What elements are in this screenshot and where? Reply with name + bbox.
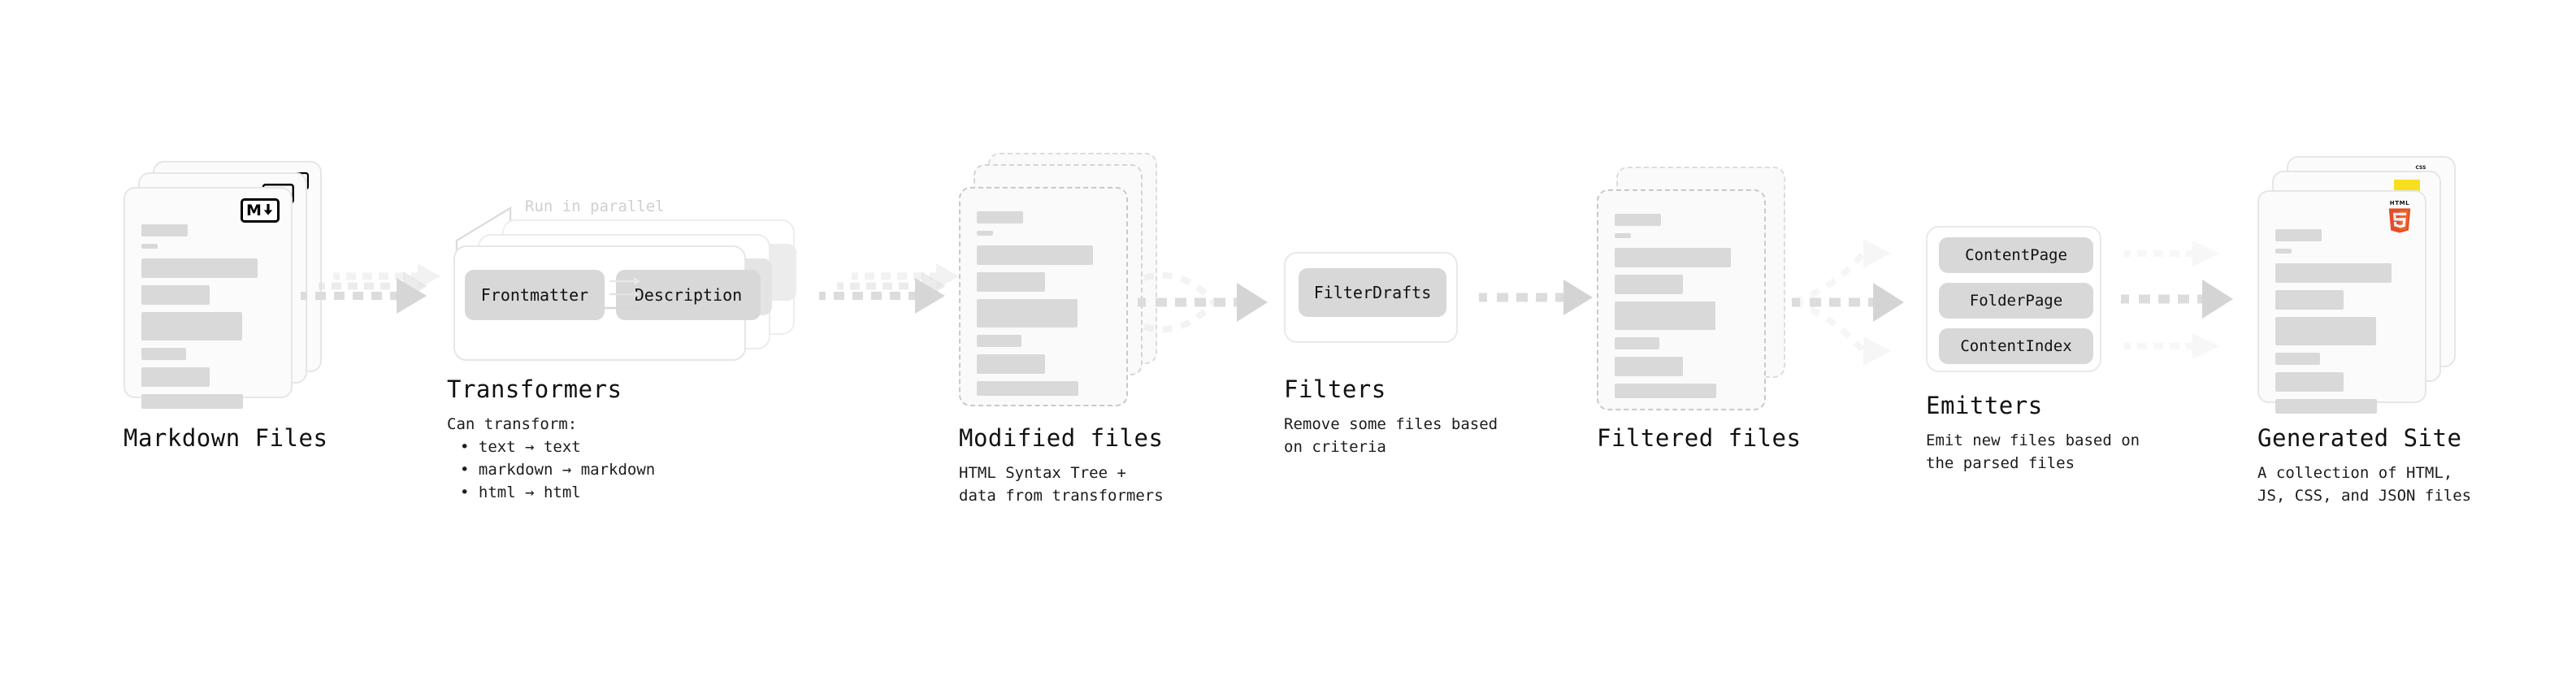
chip-folderpage[interactable]: FolderPage xyxy=(1939,283,2093,319)
emitters-subtitle-line: the parsed files xyxy=(1926,454,2075,472)
emitters-box: ContentPage FolderPage ContentIndex xyxy=(1926,226,2101,372)
content-line xyxy=(1615,248,1731,267)
content-line xyxy=(1615,275,1683,294)
markdown-icon-letter: M xyxy=(246,201,262,219)
content-line xyxy=(1615,233,1631,238)
chip-contentindex[interactable]: ContentIndex xyxy=(1939,328,2093,364)
arrow-modified-to-filters xyxy=(1138,271,1268,333)
markdown-card-front: M xyxy=(124,187,293,409)
content-line xyxy=(1615,357,1683,376)
content-line xyxy=(2275,229,2322,241)
label-filtered-files: Filtered files xyxy=(1597,424,1802,452)
label-transformers: Transformers xyxy=(447,375,622,403)
content-line xyxy=(2275,263,2392,283)
content-line xyxy=(977,354,1045,374)
arrow-filtered-to-emitters xyxy=(1792,239,1904,366)
modified-card-content xyxy=(977,211,1113,403)
transformers-subtitle-item: • markdown → markdown xyxy=(460,461,656,479)
label-generated-site: Generated Site xyxy=(2257,424,2462,452)
content-line xyxy=(2275,249,2292,254)
chip-description[interactable]: Description xyxy=(616,270,761,320)
chip-filterdrafts[interactable]: FilterDrafts xyxy=(1299,268,1446,317)
content-line xyxy=(1615,301,1715,330)
content-line xyxy=(141,258,258,278)
markdown-card-content xyxy=(141,224,278,416)
modified-files-subtitle-line: data from transformers xyxy=(959,487,1164,505)
modified-files-subtitle-line: HTML Syntax Tree + xyxy=(959,464,1126,482)
transformers-subtitle-heading: Can transform: xyxy=(447,415,578,433)
content-line xyxy=(141,367,210,387)
content-line xyxy=(2275,290,2344,310)
markdown-arrow-icon xyxy=(263,204,273,215)
generated-site-subtitle-line: A collection of HTML, xyxy=(2257,464,2453,482)
transformers-subtitle-item: • html → html xyxy=(460,484,581,501)
content-line xyxy=(977,231,993,236)
arrow-markdown-to-transformers xyxy=(301,263,440,314)
filters-subtitle-line: on criteria xyxy=(1284,438,1386,456)
generated-card-front: HTML xyxy=(2257,190,2426,414)
content-line xyxy=(141,312,242,340)
content-line xyxy=(977,245,1093,265)
content-line xyxy=(977,299,1078,327)
label-filters: Filters xyxy=(1284,375,1386,403)
content-line xyxy=(141,244,158,249)
content-line xyxy=(977,272,1045,292)
chip-frontmatter[interactable]: Frontmatter xyxy=(465,270,605,320)
markdown-icon: M xyxy=(241,198,280,223)
filtered-card-front xyxy=(1597,189,1766,410)
content-line xyxy=(2275,353,2320,365)
html5-shield-icon xyxy=(2387,207,2412,234)
transformers-subtitle-item: • text → text xyxy=(460,438,581,456)
arrow-transformers-to-modified xyxy=(819,263,959,314)
generated-site-subtitle-line: JS, CSS, and JSON files xyxy=(2257,487,2472,505)
arrow-emitters-to-generated xyxy=(2121,241,2233,359)
content-line xyxy=(141,285,210,305)
generated-card-content xyxy=(2275,229,2412,421)
content-line xyxy=(2275,317,2376,345)
label-markdown-files: Markdown Files xyxy=(124,424,328,452)
transformer-inner-arrows-icon xyxy=(605,277,644,312)
emitters-subtitle-line: Emit new files based on xyxy=(1926,432,2140,449)
js-icon xyxy=(2394,180,2420,193)
label-run-in-parallel: Run in parallel xyxy=(525,197,665,215)
modified-card-front xyxy=(959,187,1128,406)
content-line xyxy=(1615,214,1661,226)
label-modified-files: Modified files xyxy=(959,424,1164,452)
content-line xyxy=(141,394,243,409)
filters-subtitle-line: Remove some files based xyxy=(1284,415,1498,433)
html5-icon: HTML xyxy=(2386,200,2413,234)
content-line xyxy=(141,348,186,360)
content-line xyxy=(141,224,188,236)
label-emitters: Emitters xyxy=(1926,392,2043,419)
content-line xyxy=(2275,399,2377,414)
content-line xyxy=(977,211,1023,223)
css-icon-label: CSS xyxy=(2415,165,2426,171)
filtered-card-content xyxy=(1615,214,1751,406)
content-line xyxy=(1615,384,1716,398)
content-line xyxy=(2275,372,2344,392)
filters-box: FilterDrafts xyxy=(1284,252,1458,343)
content-line xyxy=(977,381,1078,396)
arrow-filters-to-filtered xyxy=(1479,280,1593,315)
transformers-box: Frontmatter Description xyxy=(453,245,761,361)
chip-contentpage[interactable]: ContentPage xyxy=(1939,237,2093,273)
html5-icon-label: HTML xyxy=(2389,200,2410,206)
content-line xyxy=(977,335,1021,347)
content-line xyxy=(1615,337,1659,349)
